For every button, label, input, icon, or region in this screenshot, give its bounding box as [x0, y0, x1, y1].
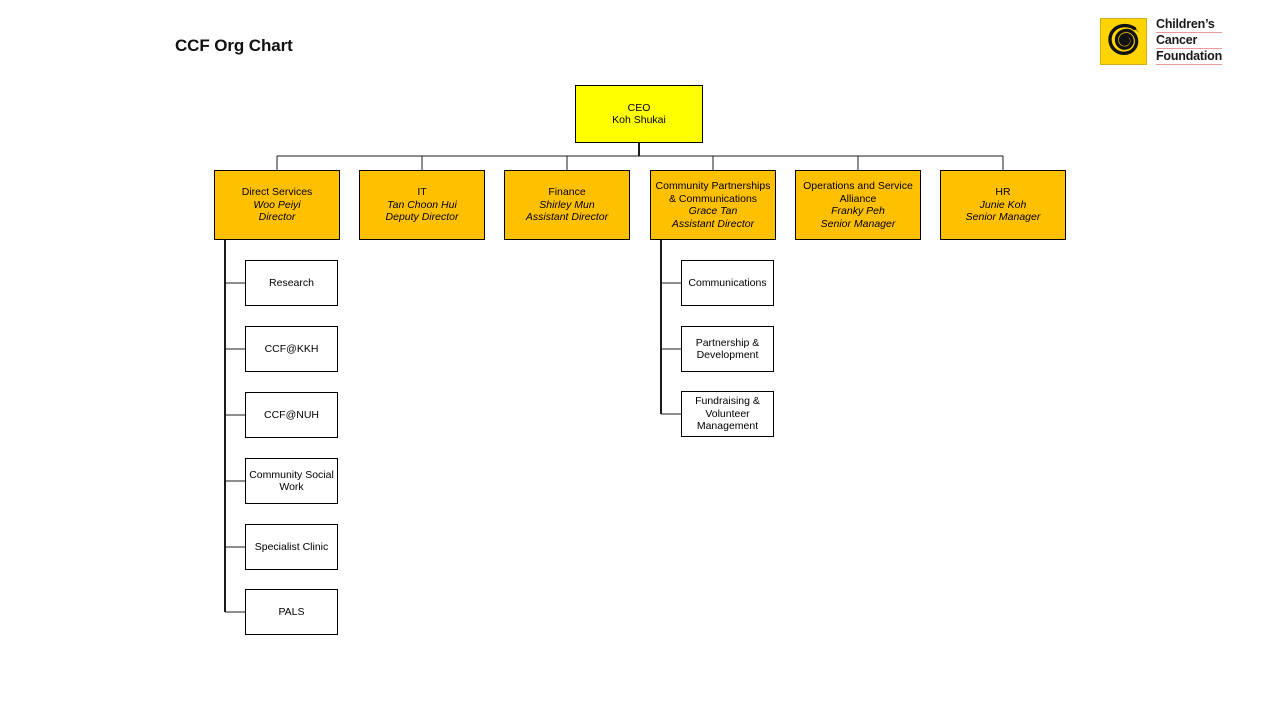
node-unit-fundraising-volunteer-management[interactable]: Fundraising & Volunteer Management: [681, 391, 774, 437]
node-division-it[interactable]: IT Tan Choon Hui Deputy Director: [359, 170, 485, 240]
brand-line-2: Cancer: [1156, 34, 1223, 49]
node-unit: Finance: [548, 186, 586, 199]
node-unit: PALS: [278, 605, 305, 618]
node-unit: Partnership & Development: [695, 336, 760, 362]
node-division-community-partnerships[interactable]: Community Partnerships & Communications …: [650, 170, 776, 240]
node-unit-pals[interactable]: PALS: [245, 589, 338, 635]
node-unit: Specialist Clinic: [254, 540, 329, 553]
node-division-finance[interactable]: Finance Shirley Mun Assistant Director: [504, 170, 630, 240]
node-unit-partnership-development[interactable]: Partnership & Development: [681, 326, 774, 372]
node-unit-ccf-kkh[interactable]: CCF@KKH: [245, 326, 338, 372]
brand-logo: Children’s Cancer Foundation: [1100, 18, 1222, 65]
node-division-operations-service-alliance[interactable]: Operations and Service Alliance Franky P…: [795, 170, 921, 240]
node-unit: CEO: [627, 101, 651, 114]
page-title: CCF Org Chart: [175, 36, 293, 55]
node-role: Director: [258, 211, 296, 224]
node-unit: CCF@NUH: [264, 408, 319, 421]
node-division-direct-services[interactable]: Direct Services Woo Peiyi Director: [214, 170, 340, 240]
node-unit: Community Partnerships & Communications: [655, 180, 771, 205]
node-person: Franky Peh: [831, 205, 885, 217]
ccf-spiral-icon: [1100, 18, 1147, 65]
node-unit: CCF@KKH: [264, 342, 319, 355]
node-unit-specialist-clinic[interactable]: Specialist Clinic: [245, 524, 338, 570]
node-role: Senior Manager: [820, 217, 896, 230]
node-role: Assistant Director: [671, 217, 755, 230]
node-division-hr[interactable]: HR Junie Koh Senior Manager: [940, 170, 1066, 240]
node-ceo[interactable]: CEO Koh Shukai: [575, 85, 703, 143]
node-person: Woo Peiyi: [253, 198, 301, 211]
node-unit-communications[interactable]: Communications: [681, 260, 774, 306]
node-unit-research[interactable]: Research: [245, 260, 338, 306]
node-unit-ccf-nuh[interactable]: CCF@NUH: [245, 392, 338, 438]
node-person: Koh Shukai: [612, 114, 666, 126]
node-unit: HR: [995, 186, 1011, 199]
node-person: Junie Koh: [979, 198, 1027, 211]
node-role: Assistant Director: [525, 211, 609, 224]
node-unit: Communications: [688, 276, 767, 289]
node-unit-community-social-work[interactable]: Community Social Work: [245, 458, 338, 504]
node-role: Deputy Director: [385, 211, 459, 224]
node-person: Grace Tan: [688, 205, 738, 217]
brand-wordmark: Children’s Cancer Foundation: [1156, 18, 1222, 65]
node-unit: Fundraising & Volunteer Management: [695, 395, 760, 433]
node-unit: Operations and Service Alliance: [803, 180, 913, 205]
node-unit: Community Social Work: [249, 468, 334, 494]
node-role: Senior Manager: [965, 211, 1041, 224]
brand-line-1: Children’s: [1156, 18, 1223, 33]
brand-line-3: Foundation: [1156, 49, 1223, 65]
node-unit: Research: [269, 276, 314, 289]
node-unit: IT: [417, 186, 427, 199]
node-unit: Direct Services: [241, 186, 313, 199]
node-person: Shirley Mun: [539, 198, 595, 211]
node-person: Tan Choon Hui: [387, 198, 457, 211]
